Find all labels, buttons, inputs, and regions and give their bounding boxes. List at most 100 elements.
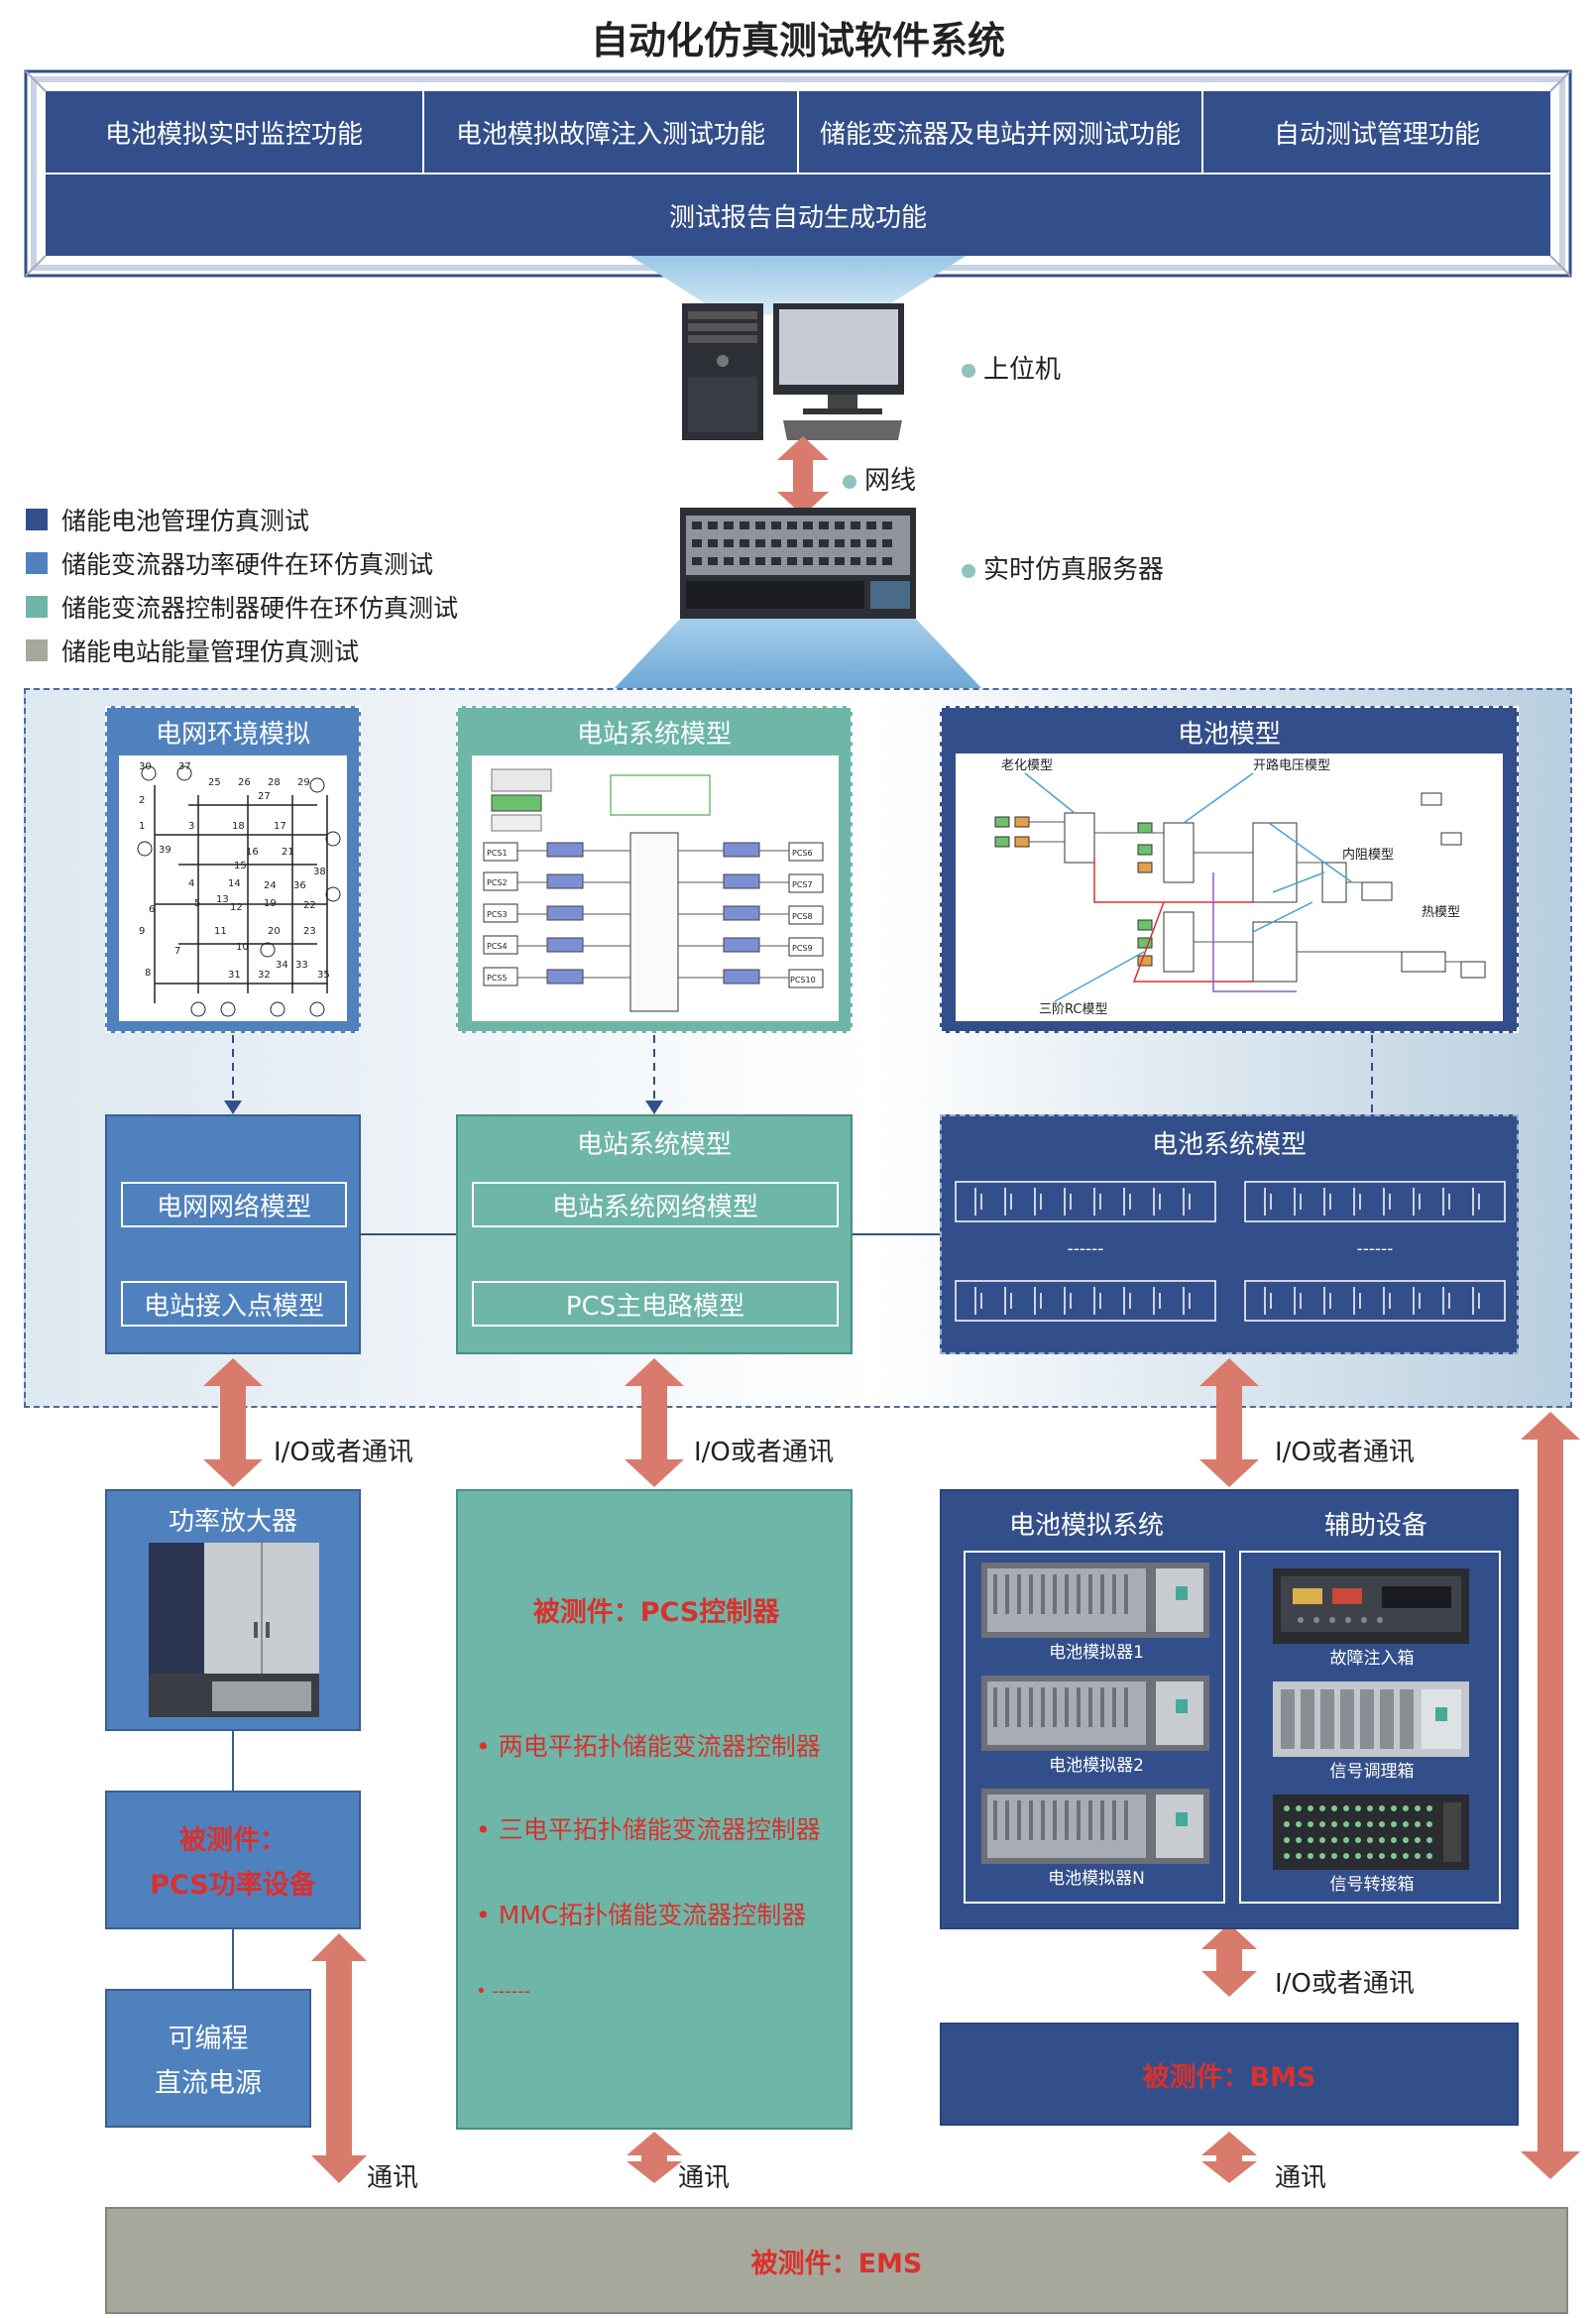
function-auto-test-mgmt: 自动测试管理功能 bbox=[1203, 91, 1550, 173]
cable-dot-icon bbox=[843, 474, 856, 489]
battery-system-title: 电池系统模型 bbox=[1151, 1130, 1307, 1160]
bus-number-label: 39 bbox=[159, 845, 171, 856]
bus-number-label: 9 bbox=[139, 926, 145, 937]
fault-injection-box-icon bbox=[1273, 1568, 1469, 1644]
battery-sim-title: 电池模拟系统 bbox=[1008, 1511, 1164, 1541]
battery-sim-box: 电池模拟器1 电池模拟器2 电池模拟器N bbox=[964, 1551, 1225, 1904]
host-dot-icon bbox=[962, 363, 975, 378]
server-label: 实时仿真服务器 bbox=[962, 549, 1164, 586]
bus-number-label: 31 bbox=[228, 970, 241, 981]
io-label-battery: I/O或者通讯 bbox=[1275, 1438, 1415, 1467]
dc-source-line2: 直流电源 bbox=[155, 2068, 262, 2099]
legend-item: 储能电站能量管理仿真测试 bbox=[26, 633, 541, 668]
bus-number-label: 18 bbox=[232, 821, 245, 832]
top-frame-graphics bbox=[24, 69, 1572, 688]
dut-pcs-controller-block: 被测件：PCS控制器 • 两电平拓扑储能变流器控制器 • 三电平拓扑储能变流器控… bbox=[456, 1489, 853, 2130]
dut-pcs-controller-title: 被测件：PCS控制器 bbox=[532, 1597, 780, 1628]
legend: 储能电池管理仿真测试 储能变流器功率硬件在环仿真测试 储能变流器控制器硬件在环仿… bbox=[26, 502, 541, 668]
pcs-left-label: PCS4 bbox=[487, 942, 508, 951]
pcs-main-circuit-model: PCS主电路模型 bbox=[472, 1281, 839, 1327]
bus-number-label: 17 bbox=[274, 821, 286, 832]
battery-simulator-icon bbox=[981, 1789, 1209, 1864]
server-dot-icon bbox=[962, 563, 975, 578]
comm-label-pcs-power: 通讯 bbox=[367, 2163, 419, 2193]
legend-swatch bbox=[26, 639, 48, 661]
controller-item: • 三电平拓扑储能变流器控制器 bbox=[476, 1815, 821, 1844]
station-system-block: 电站系统模型 电站系统网络模型 PCS主电路模型 bbox=[456, 1114, 853, 1354]
bus-number-label: 21 bbox=[282, 847, 294, 858]
power-amplifier-block: 功率放大器 bbox=[105, 1489, 361, 1731]
dut-bms-label: 被测件：BMS bbox=[1142, 2061, 1316, 2093]
dut-pcs-power-line2: PCS功率设备 bbox=[150, 1870, 316, 1901]
pcs-left-label: PCS1 bbox=[487, 849, 508, 858]
annotation-ocv: 开路电压模型 bbox=[1253, 757, 1330, 773]
battery-model-title: 电池模型 bbox=[1177, 720, 1281, 750]
legend-swatch bbox=[26, 596, 48, 618]
dut-bms-block: 被测件：BMS bbox=[940, 2023, 1519, 2126]
io-label-grid: I/O或者通讯 bbox=[274, 1438, 413, 1467]
bus-number-label: 20 bbox=[268, 926, 281, 937]
connector-line bbox=[232, 1731, 234, 1791]
bus-number-label: 32 bbox=[258, 970, 271, 981]
pcs-left-label: PCS2 bbox=[487, 878, 508, 887]
power-amplifier-cabinet-icon bbox=[149, 1543, 319, 1717]
pcs-right-label: PCS10 bbox=[790, 976, 816, 985]
string-ellipsis: ------ bbox=[1067, 1239, 1104, 1259]
grid-env-title: 电网环境模拟 bbox=[155, 720, 310, 750]
dut-ems-label: 被测件：EMS bbox=[750, 2248, 923, 2279]
battery-diagram-pane: 老化模型 开路电压模型 内阻模型 热模型 三阶RC模型 bbox=[956, 753, 1503, 1021]
comm-label-pcs-controller: 通讯 bbox=[678, 2163, 731, 2193]
function-battery-monitor: 电池模拟实时监控功能 bbox=[46, 91, 422, 173]
bus-number-label: 33 bbox=[295, 960, 308, 971]
grid-network-model: 电网网络模型 bbox=[121, 1182, 347, 1227]
function-grid-test: 储能变流器及电站并网测试功能 bbox=[799, 91, 1201, 173]
power-amplifier-title: 功率放大器 bbox=[168, 1507, 297, 1537]
station-model-panel: 电站系统模型 PCS1 PCS2 bbox=[456, 706, 853, 1033]
function-fault-injection: 电池模拟故障注入测试功能 bbox=[424, 91, 797, 173]
bus-number-label: 13 bbox=[216, 894, 229, 905]
bus-number-label: 6 bbox=[149, 904, 155, 915]
annotation-resistance: 内阻模型 bbox=[1342, 847, 1394, 863]
controller-item: • ------ bbox=[476, 1981, 531, 2002]
bus-number-label: 11 bbox=[214, 926, 227, 937]
aux-devices-title: 辅助设备 bbox=[1323, 1511, 1427, 1541]
pcs-right-label: PCS7 bbox=[792, 880, 813, 889]
battery-simulator-label: 电池模拟器2 bbox=[1049, 1756, 1144, 1776]
dc-source-line1: 可编程 bbox=[168, 2024, 249, 2054]
bus-number-label: 19 bbox=[264, 898, 277, 909]
bus-number-label: 14 bbox=[228, 878, 241, 889]
annotation-aging: 老化模型 bbox=[1001, 758, 1053, 773]
bus-number-label: 1 bbox=[139, 821, 145, 832]
bus-number-label: 23 bbox=[303, 926, 316, 937]
dut-ems-block: 被测件：EMS bbox=[105, 2207, 1568, 2314]
bus-number-label: 7 bbox=[174, 946, 180, 957]
bus-number-label: 28 bbox=[268, 777, 281, 788]
station-diagram-pane: PCS1 PCS2 PCS3 PCS4 PCS5 PCS6 PCS7 PCS8 … bbox=[472, 755, 839, 1021]
battery-simulink-diagram: 老化模型 开路电压模型 内阻模型 热模型 三阶RC模型 bbox=[994, 757, 1486, 1017]
signal-conditioning-box-icon bbox=[1273, 1681, 1469, 1757]
server-icon bbox=[680, 508, 916, 619]
string-ellipsis: ------ bbox=[1356, 1239, 1394, 1259]
station-simulink-diagram: PCS1 PCS2 PCS3 PCS4 PCS5 PCS6 PCS7 PCS8 … bbox=[483, 768, 824, 1012]
station-system-title: 电站系统模型 bbox=[576, 1130, 732, 1160]
battery-model-panel: 电池模型 bbox=[940, 706, 1519, 1033]
battery-simulator-label: 电池模拟器1 bbox=[1049, 1643, 1144, 1663]
bus-number-label: 15 bbox=[234, 861, 247, 871]
bus-number-label: 35 bbox=[317, 970, 330, 981]
legend-item: 储能电池管理仿真测试 bbox=[26, 502, 541, 537]
connector-line bbox=[853, 1233, 940, 1235]
station-access-model: 电站接入点模型 bbox=[121, 1281, 347, 1327]
bus-number-label: 5 bbox=[194, 898, 200, 909]
annotation-thermal: 热模型 bbox=[1422, 905, 1460, 920]
signal-conditioning-label: 信号调理箱 bbox=[1329, 1762, 1415, 1782]
station-network-model: 电站系统网络模型 bbox=[472, 1182, 839, 1227]
annotation-rc: 三阶RC模型 bbox=[1039, 1002, 1107, 1017]
fault-injection-label: 故障注入箱 bbox=[1329, 1649, 1415, 1669]
bus-number-label: 10 bbox=[236, 942, 249, 953]
host-computer-icon bbox=[682, 303, 904, 440]
host-label: 上位机 bbox=[962, 349, 1061, 386]
bus-number-label: 16 bbox=[246, 847, 259, 858]
dc-source-block: 可编程 直流电源 bbox=[105, 1989, 311, 2128]
grid-network-block: 电网网络模型 电站接入点模型 bbox=[105, 1114, 361, 1354]
